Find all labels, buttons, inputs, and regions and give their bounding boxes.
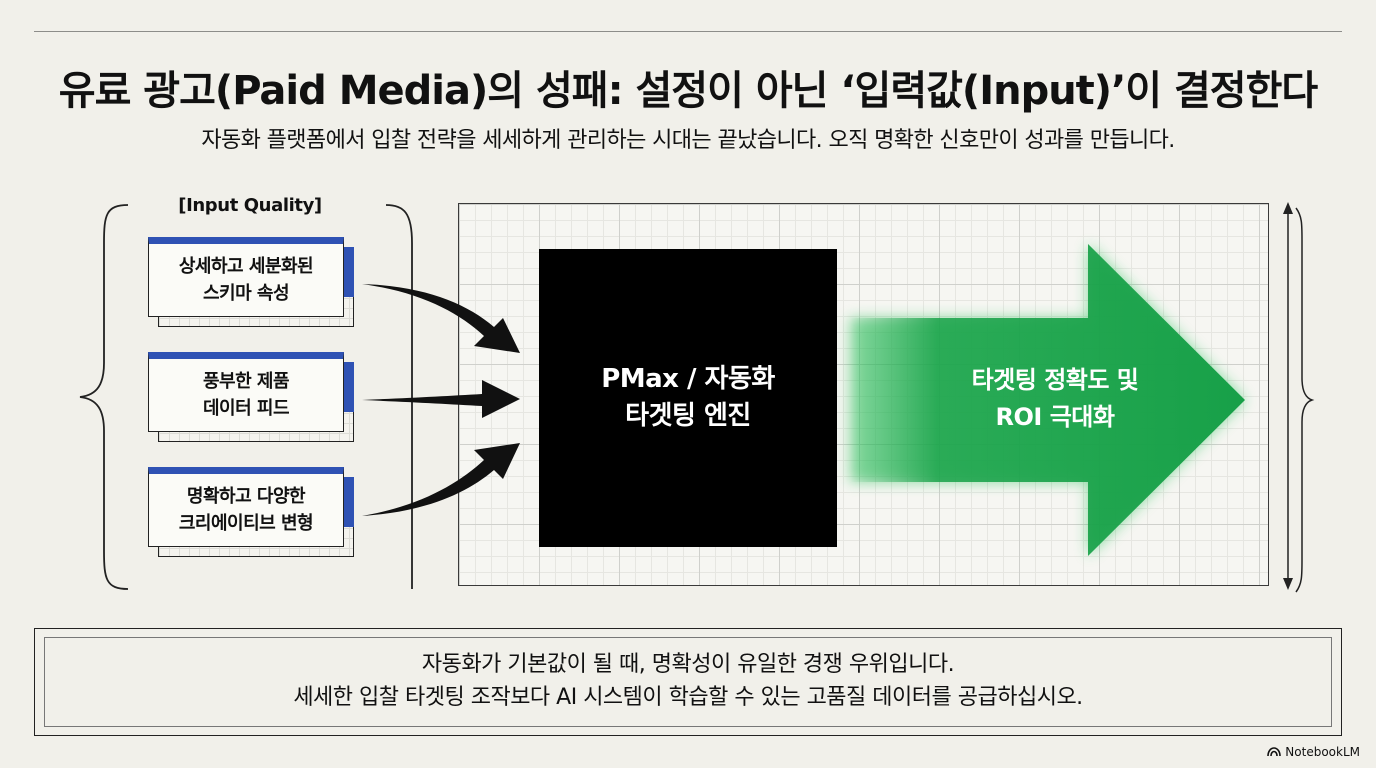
card-label-line1: 명확하고 다양한: [186, 486, 306, 507]
card-face: 풍부한 제품 데이터 피드: [148, 352, 344, 432]
brand-watermark: NotebookLM: [1267, 745, 1360, 759]
measure-arrowhead-down-icon: [1283, 578, 1293, 590]
flow-arrow-bottom-icon: [362, 443, 520, 516]
input-card-creative: 명확하고 다양한 크리에이티브 변형: [148, 467, 354, 557]
result-arrow: [850, 244, 1245, 556]
input-quality-heading: [Input Quality]: [178, 195, 322, 216]
takeaway-line1: 자동화가 기본값이 될 때, 명확성이 유일한 경쟁 우위입니다.: [421, 652, 955, 677]
result-label: 타겟팅 정확도 및 ROI 극대화: [930, 362, 1180, 436]
card-face: 상세하고 세분화된 스키마 속성: [148, 237, 344, 317]
card-label-line2: 데이터 피드: [202, 398, 290, 419]
page-title: 유료 광고(Paid Media)의 성패: 설정이 아닌 ‘입력값(Input…: [58, 68, 1318, 114]
card-label-line1: 풍부한 제품: [202, 371, 290, 392]
notebooklm-logo-icon: [1267, 747, 1282, 757]
input-card-product-feed: 풍부한 제품 데이터 피드: [148, 352, 354, 442]
flow-arrow-middle-icon: [362, 380, 520, 418]
input-card-schema: 상세하고 세분화된 스키마 속성: [148, 237, 354, 327]
result-label-line1: 타겟팅 정확도 및: [971, 366, 1139, 394]
result-label-line2: ROI 극대화: [995, 403, 1115, 431]
brand-name: NotebookLM: [1285, 745, 1360, 759]
takeaway-text: 자동화가 기본값이 될 때, 명확성이 유일한 경쟁 우위입니다. 세세한 입찰…: [35, 648, 1341, 714]
far-right-brace: [1295, 207, 1315, 593]
left-curly-brace: [79, 204, 129, 590]
page-subtitle: 자동화 플랫폼에서 입찰 전략을 세세하게 관리하는 시대는 끝났습니다. 오직…: [201, 128, 1175, 153]
card-label-line2: 크리에이티브 변형: [178, 513, 314, 534]
engine-block: PMax / 자동화 타겟팅 엔진: [539, 249, 837, 547]
takeaway-line2: 세세한 입찰 타겟팅 조작보다 AI 시스템이 학습할 수 있는 고품질 데이터…: [293, 685, 1083, 710]
engine-label-line1: PMax / 자동화: [601, 364, 775, 394]
card-label-line1: 상세하고 세분화된: [178, 256, 314, 277]
card-face: 명확하고 다양한 크리에이티브 변형: [148, 467, 344, 547]
top-divider: [34, 31, 1342, 32]
takeaway-box: 자동화가 기본값이 될 때, 명확성이 유일한 경쟁 우위입니다. 세세한 입찰…: [34, 628, 1342, 736]
flow-arrow-top-icon: [362, 284, 520, 353]
right-curly-brace: [385, 204, 413, 589]
measure-arrowhead-up-icon: [1283, 202, 1293, 214]
card-label-line2: 스키마 속성: [202, 283, 290, 304]
takeaway-inner-frame: [44, 637, 1332, 727]
engine-label-line2: 타겟팅 엔진: [625, 401, 751, 431]
